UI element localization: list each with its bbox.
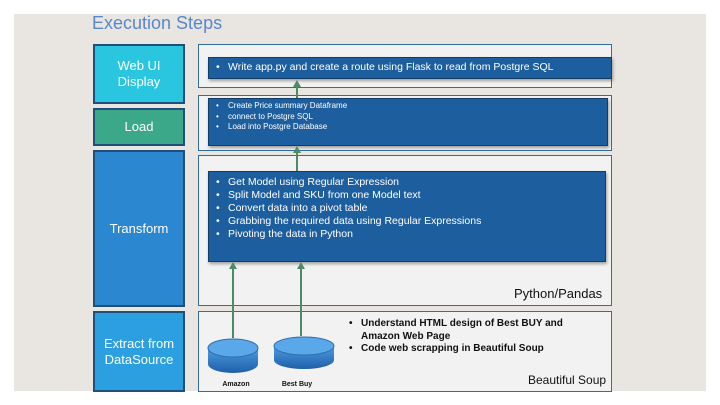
page-title: Execution Steps bbox=[92, 13, 223, 33]
transform-step-item: Grabbing the required data using Regular… bbox=[213, 215, 601, 228]
web-ui-step-box: Write app.py and create a route using Fl… bbox=[208, 57, 612, 79]
load-step-box: Create Price summary Dataframe connect t… bbox=[208, 98, 608, 146]
transform-step-item: Convert data into a pivot table bbox=[213, 202, 601, 215]
stage-web-ui-label: Web UI Display bbox=[117, 58, 161, 89]
bestbuy-to-transform-arrowhead bbox=[297, 262, 305, 269]
bestbuy-database-icon bbox=[273, 336, 335, 369]
extract-notes: Understand HTML design of Best BUY and A… bbox=[346, 318, 586, 356]
load-step-item: connect to Postgre SQL bbox=[213, 112, 603, 123]
extract-note-item: Code web scrapping in Beautiful Soup bbox=[346, 343, 586, 356]
transform-to-load-arrow bbox=[296, 152, 298, 171]
transform-step-item: Split Model and SKU from one Model text bbox=[213, 189, 601, 202]
load-to-web-ui-arrowhead bbox=[293, 80, 301, 87]
amazon-database-icon bbox=[207, 338, 259, 373]
transform-step-item: Get Model using Regular Expression bbox=[213, 176, 601, 189]
load-step-item: Create Price summary Dataframe bbox=[213, 101, 603, 112]
stage-load-label: Load bbox=[124, 119, 154, 134]
load-to-web-ui-arrow bbox=[296, 86, 298, 98]
stage-extract-label: Extract from DataSource bbox=[103, 335, 175, 367]
stage-load: Load bbox=[93, 108, 185, 146]
stage-transform: Transform bbox=[93, 150, 185, 307]
transform-step-box: Get Model using Regular Expression Split… bbox=[208, 171, 606, 262]
stage-extract: Extract from DataSource bbox=[93, 311, 185, 392]
bestbuy-source-label: Best Buy bbox=[281, 381, 313, 388]
transform-step-item: Pivoting the data in Python bbox=[213, 228, 601, 241]
amazon-source-label: Amazon bbox=[222, 381, 250, 388]
transform-panel-label: Python/Pandas bbox=[514, 286, 603, 301]
bestbuy-to-transform-arrow bbox=[300, 268, 302, 336]
stage-web-ui: Web UI Display bbox=[93, 44, 185, 104]
load-step-item: Load into Postgre Database bbox=[213, 122, 603, 133]
amazon-to-transform-arrow bbox=[232, 268, 234, 338]
web-ui-step-item: Write app.py and create a route using Fl… bbox=[213, 61, 607, 73]
transform-to-load-arrowhead bbox=[293, 146, 301, 153]
extract-panel-label: Beautiful Soup bbox=[528, 373, 607, 387]
stage-transform-label: Transform bbox=[109, 220, 169, 236]
extract-note-item: Understand HTML design of Best BUY and A… bbox=[346, 318, 586, 343]
amazon-to-transform-arrowhead bbox=[229, 262, 237, 269]
